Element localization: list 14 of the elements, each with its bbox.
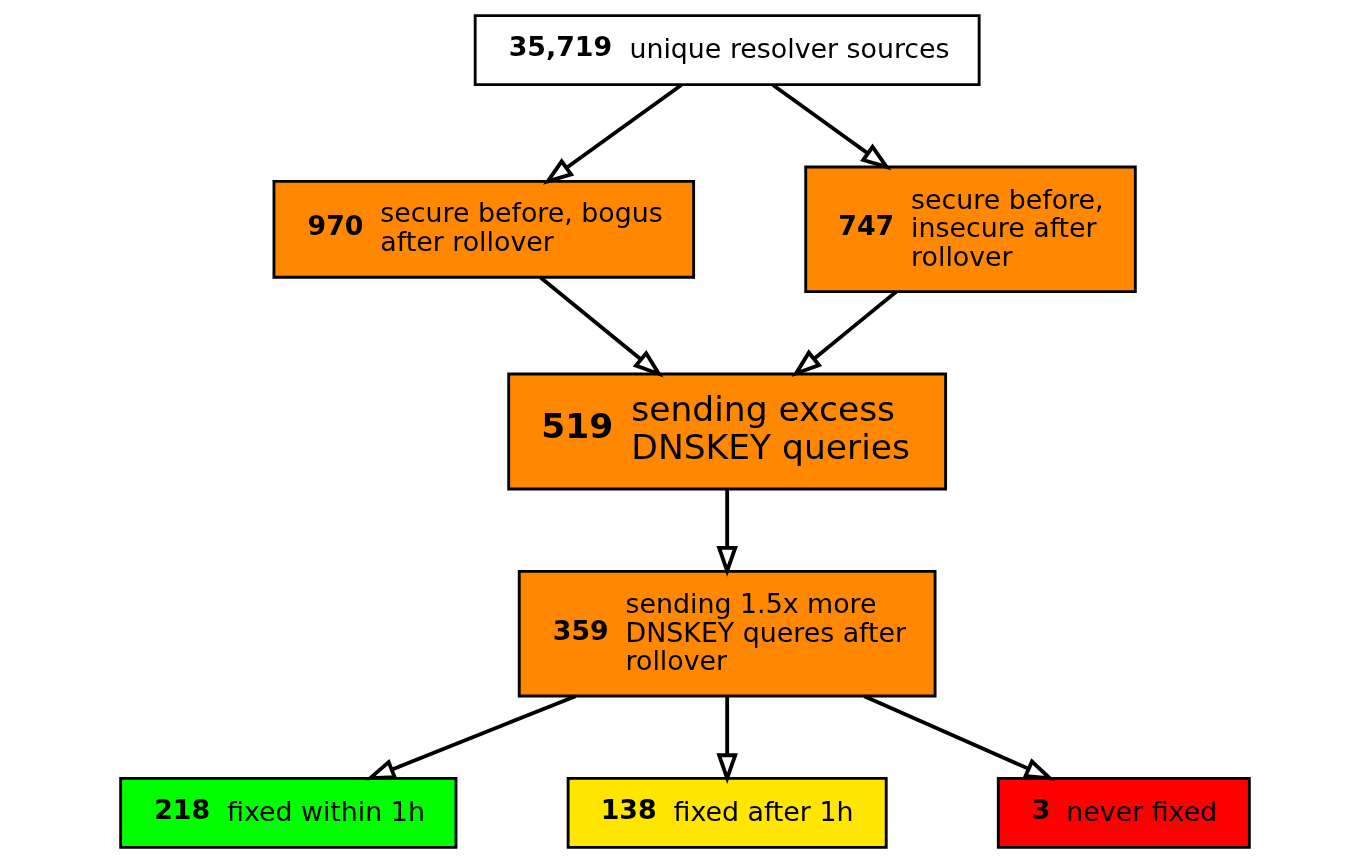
node-box: 138 fixed after 1h <box>566 776 888 849</box>
arrow <box>715 489 738 577</box>
node-box: 218 fixed within 1h <box>118 776 457 849</box>
arrow <box>771 83 891 171</box>
node-box: 747 secure before, insecure after rollover <box>803 165 1137 294</box>
arrow <box>715 696 738 785</box>
arrow <box>791 290 897 378</box>
arrow <box>364 694 576 781</box>
node-box: 35,719 unique resolver sources <box>473 14 981 87</box>
arrow <box>542 83 682 185</box>
node-box: 3 never fixed <box>996 776 1251 849</box>
arrow <box>862 694 1055 781</box>
arrow <box>538 275 663 378</box>
node-box: 359 sending 1.5x more DNSKEY queres after rollover <box>517 569 936 698</box>
